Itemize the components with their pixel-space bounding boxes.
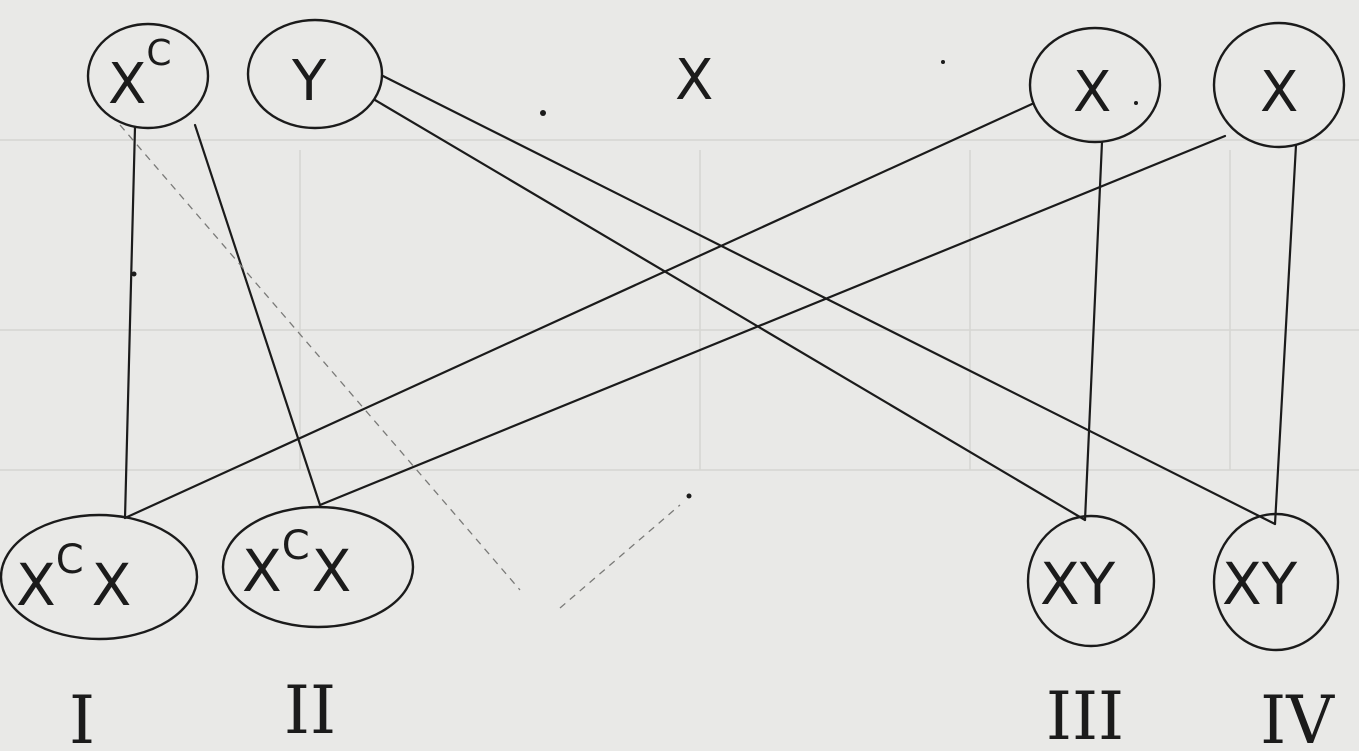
- offspring-iv-label: IV: [1260, 682, 1335, 751]
- line-y-to-iii: [373, 98, 1087, 522]
- line-x1-to-i: [123, 102, 1034, 520]
- gamete-y-label: Y: [291, 49, 327, 114]
- offspring-ii-label: II: [284, 672, 336, 749]
- gamete-xc-label: XC: [108, 33, 172, 117]
- gamete-x1-label: X: [1073, 60, 1111, 125]
- gamete-x2-label: X: [1260, 60, 1298, 125]
- gamete-x2-circle: [1212, 21, 1346, 149]
- line-x2-to-iv: [1273, 143, 1298, 526]
- offspring-ii-circle: [221, 505, 415, 629]
- offspring-ii-genotype: XCX: [242, 523, 351, 605]
- line-y-to-iv: [381, 74, 1277, 526]
- free-x-label: X: [675, 48, 713, 113]
- offspring-i-label: I: [69, 682, 95, 751]
- gamete-x1-circle: [1028, 26, 1162, 144]
- line-xc-to-ii: [193, 123, 322, 507]
- offspring-iv-genotype: XY: [1222, 550, 1298, 618]
- parent-gametes: [86, 18, 1346, 149]
- offspring-i-circle: [0, 513, 199, 641]
- background-texture: [0, 139, 1359, 471]
- offspring-iii-circle: [1026, 514, 1156, 648]
- offspring-iii-label: III: [1046, 678, 1124, 751]
- line-x1-to-iii: [1083, 140, 1104, 522]
- line-xc-to-i: [123, 125, 137, 520]
- offspring-iii-genotype: XY: [1040, 550, 1116, 618]
- offspring-circles: [0, 505, 1340, 652]
- gamete-y-circle: [246, 18, 384, 130]
- stray-dots: [131, 60, 1138, 499]
- cross-lines: [123, 74, 1298, 526]
- gamete-xc-circle: [86, 22, 210, 130]
- offspring-iv-circle: [1212, 512, 1340, 652]
- line-x2-to-ii: [318, 134, 1227, 507]
- faint-dashed-lines: [119, 124, 681, 609]
